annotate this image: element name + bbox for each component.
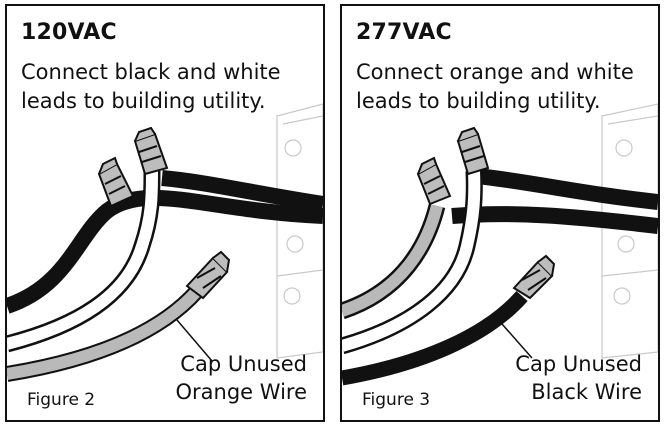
orange-wire	[342, 203, 446, 320]
cap-label-line-1: Cap Unused	[180, 352, 307, 376]
instruction-text: Connect orange and white leads to buildi…	[356, 58, 656, 116]
cap-unused-label: Cap Unused Black Wire	[492, 350, 642, 406]
figure-label: Figure 3	[362, 390, 431, 410]
white-wire	[7, 170, 161, 353]
instruction-line-1: Connect black and white	[21, 60, 281, 84]
instruction-line-1: Connect orange and white	[356, 60, 634, 84]
voltage-heading: 277VAC	[356, 20, 452, 45]
wire-nut-center	[456, 126, 490, 176]
figure-3-wiring-illustration	[342, 103, 658, 386]
figure-2-wiring-illustration	[7, 103, 323, 382]
wire-nut-center	[133, 126, 169, 176]
wire-nut-left	[416, 156, 452, 206]
voltage-heading: 120VAC	[21, 20, 117, 45]
cap-unused-label: Cap Unused Orange Wire	[163, 350, 308, 406]
junction-box	[276, 103, 323, 359]
cap-leader-line	[501, 323, 533, 359]
figure-label: Figure 2	[27, 390, 96, 410]
figure-3-panel: 277VAC Connect orange and white leads to…	[340, 4, 660, 422]
instruction-text: Connect black and white leads to buildin…	[21, 58, 321, 116]
wire-nut-cap	[185, 250, 231, 300]
orange-wire	[7, 285, 203, 382]
wire-nut-left	[97, 156, 135, 208]
wire-nut-cap	[512, 254, 556, 300]
instruction-line-2: leads to building utility.	[356, 89, 601, 113]
figure-2-panel: 120VAC Connect black and white leads to …	[5, 4, 325, 422]
instruction-line-2: leads to building utility.	[21, 89, 266, 113]
cap-label-line-2: Orange Wire	[175, 380, 308, 404]
white-wire	[342, 170, 483, 355]
utility-black-lead	[451, 168, 658, 234]
cap-leader-line	[176, 319, 213, 362]
black-wire	[7, 189, 323, 314]
black-wire	[342, 290, 528, 386]
cap-label-line-2: Black Wire	[531, 380, 642, 404]
utility-black-lead	[161, 170, 323, 212]
cap-label-line-1: Cap Unused	[515, 352, 642, 376]
